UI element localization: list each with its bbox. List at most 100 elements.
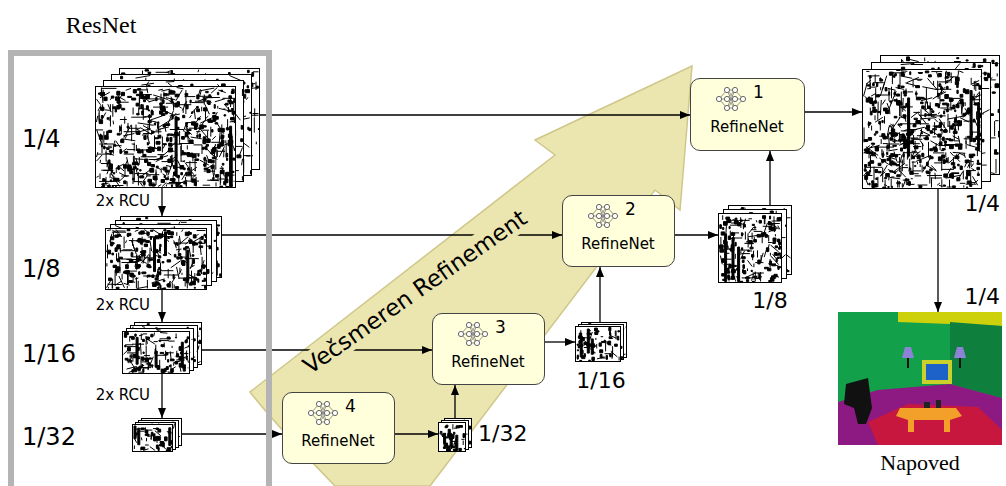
connector-group xyxy=(162,112,938,434)
segment-region xyxy=(924,402,930,408)
block-number: 4 xyxy=(345,397,356,417)
network-icon-lines xyxy=(591,207,615,225)
feature-map-stack: 1/32 xyxy=(132,418,182,452)
network-neuron xyxy=(458,331,463,336)
feature-texture xyxy=(97,88,235,187)
feature-map-layer xyxy=(719,214,782,283)
network-neuron xyxy=(324,410,329,415)
refinenet-block: 1RefineNet xyxy=(690,78,805,151)
connector-arrow xyxy=(454,385,455,418)
feature-map-layer xyxy=(123,332,190,374)
scale-label: 1/16 xyxy=(576,368,625,393)
network-neuron xyxy=(604,222,609,227)
feature-map-stack: 1/32 xyxy=(438,418,472,452)
feature-map-layer xyxy=(439,423,466,452)
scale-label: 1/4 xyxy=(22,126,61,154)
block-number: 2 xyxy=(625,200,636,220)
block-number: 3 xyxy=(495,318,506,338)
network-icon xyxy=(307,399,339,427)
block-name: RefineNet xyxy=(451,354,525,371)
segment-region xyxy=(959,358,961,368)
feature-texture xyxy=(577,328,619,361)
network-neuron xyxy=(596,213,601,218)
network-neuron xyxy=(732,96,737,101)
network-neuron xyxy=(324,401,329,406)
network-neuron xyxy=(474,340,479,345)
network-neuron xyxy=(316,401,321,406)
network-icon-lines xyxy=(461,325,485,343)
scale-label: 1/16 xyxy=(22,341,76,369)
feature-map-layer xyxy=(133,425,173,452)
connector-arrow xyxy=(545,341,575,342)
network-neuron xyxy=(588,213,593,218)
feature-texture xyxy=(134,426,172,451)
feature-map-stack: 1/16 xyxy=(122,322,202,374)
network-neuron xyxy=(316,410,321,415)
group-title: ResNet xyxy=(66,12,137,40)
feature-map-image xyxy=(438,418,472,452)
network-icon-lines xyxy=(311,404,335,422)
segment-region xyxy=(868,404,1002,445)
network-neuron xyxy=(316,419,321,424)
network-neuron xyxy=(466,322,471,327)
network-neuron xyxy=(332,410,337,415)
network-neuron xyxy=(716,96,721,101)
feature-texture xyxy=(124,333,189,373)
connector-arrow xyxy=(805,111,862,112)
feature-map-image xyxy=(132,418,182,452)
resnet-group: ResNet1/41/81/161/32 xyxy=(8,50,272,486)
segment-region xyxy=(838,312,1002,445)
connector-arrow xyxy=(937,189,938,312)
segment-region xyxy=(922,360,952,384)
segment-region xyxy=(896,408,962,432)
operation-label: 2x RCU xyxy=(96,387,150,404)
network-neuron xyxy=(604,204,609,209)
refinenet-block: 3RefineNet xyxy=(432,313,545,385)
connector-arrow xyxy=(769,151,770,205)
connector-arrow xyxy=(161,188,162,216)
segment-region xyxy=(844,378,872,424)
network-icon xyxy=(457,320,489,348)
scale-label: 1/32 xyxy=(22,424,76,452)
connector-arrow xyxy=(161,290,162,322)
feature-texture xyxy=(720,215,781,281)
segmentation-prediction: 1/4Napoved xyxy=(838,312,1002,445)
network-neuron xyxy=(612,213,617,218)
scale-label: 1/4 xyxy=(965,284,1000,309)
network-neuron xyxy=(732,105,737,110)
feature-texture xyxy=(864,71,981,188)
refinement-arrow-band xyxy=(250,66,692,486)
operation-label: 2x RCU xyxy=(96,193,150,210)
scale-label: 1/32 xyxy=(478,421,527,446)
network-neuron xyxy=(324,419,329,424)
network-neuron xyxy=(724,105,729,110)
network-neuron xyxy=(474,322,479,327)
network-neuron xyxy=(596,204,601,209)
scale-label: 1/4 xyxy=(965,191,1000,216)
network-neuron xyxy=(740,96,745,101)
operation-label: 2x RCU xyxy=(96,297,150,314)
caption-label: Napoved xyxy=(880,450,959,475)
network-neuron xyxy=(482,331,487,336)
feature-map-image xyxy=(95,68,260,188)
feature-map-layer xyxy=(863,70,982,189)
connector-arrow xyxy=(161,374,162,418)
feature-map-image xyxy=(122,322,202,374)
connector-arrow xyxy=(675,234,718,235)
feature-map-stack: 1/4 xyxy=(862,55,1000,189)
feature-map-image xyxy=(575,322,627,362)
feature-map-image xyxy=(105,216,222,290)
network-neuron xyxy=(466,340,471,345)
refinenet-block: 2RefineNet xyxy=(562,195,675,267)
block-name: RefineNet xyxy=(581,236,655,253)
segment-region xyxy=(902,347,914,358)
feature-map-image xyxy=(718,205,792,283)
network-neuron xyxy=(466,331,471,336)
network-neuron xyxy=(732,87,737,92)
network-neuron xyxy=(308,410,313,415)
network-neuron xyxy=(596,222,601,227)
segment-region xyxy=(936,400,941,408)
feature-texture xyxy=(107,230,206,289)
